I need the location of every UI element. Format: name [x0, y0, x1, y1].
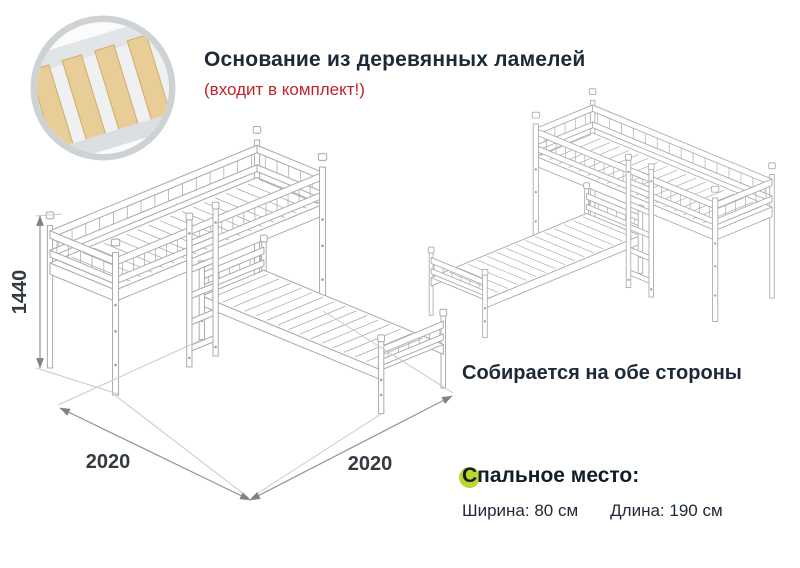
bed-line-art [35, 88, 776, 501]
slats-photo-inset [24, 12, 182, 164]
sleeping-width: Ширина: 80 см [462, 501, 579, 520]
header: Основание из деревянных ламелей (входит … [204, 48, 585, 100]
green-dot-icon [459, 467, 480, 488]
page-title: Основание из деревянных ламелей [204, 48, 586, 71]
upper-bed-length-dimension-label: 2020 [348, 453, 393, 475]
included-note: (входит в комплект!) [204, 80, 365, 99]
height-dimension-label: 1440 [9, 270, 31, 315]
sleeping-place-title: Спальное место: [462, 464, 640, 487]
wooden-slats-icon [30, 15, 176, 161]
sleeping-length: Длина: 190 см [610, 501, 723, 520]
both-sides-caption: Собирается на обе стороны [462, 362, 742, 384]
sleeping-place-block: Спальное место: Ширина: 80 см Длина: 190… [459, 464, 723, 521]
lower-bed-length-dimension-label: 2020 [86, 451, 131, 473]
